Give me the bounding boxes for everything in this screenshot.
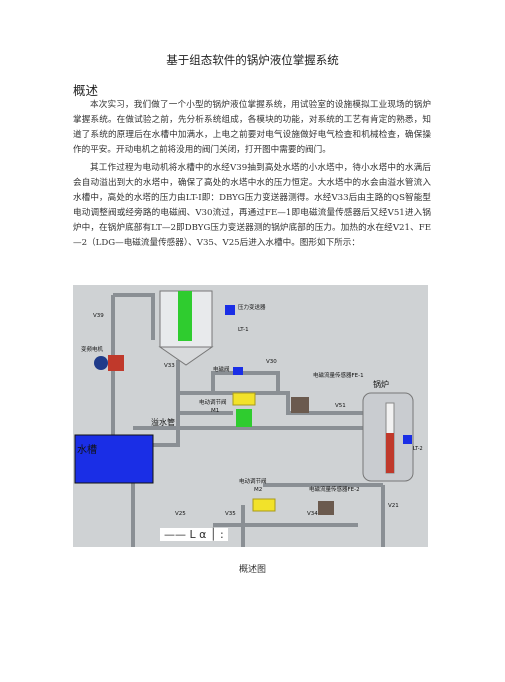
pressure-transmitter-lt1: 压力变送器 LT-1 [225,303,266,333]
control-valve-m1: 电动调节阀 M1 [199,392,256,427]
label-overflow-pipe: 溢水管 [151,417,175,427]
label-m1-valve: 电动调节阀 [199,398,227,406]
label-v30: V30 [266,359,277,365]
label-lt2: LT-2 [413,446,423,452]
label-v25: V25 [175,511,186,517]
label-motor: 变频电机 [81,345,104,353]
label-v51: V51 [335,403,346,409]
section-heading: 概述 [73,83,99,98]
water-tank: 水槽 溢水管 [74,417,175,484]
label-fe1: 电磁流量传感器FE-1 [313,371,364,379]
label-fe2: 电磁流量传感器FE-2 [309,485,360,493]
control-valve-m2: 电动调节阀 M2 [239,477,276,512]
label-v34: V34 [307,511,318,517]
label-water-tank: 水槽 [77,443,97,456]
label-m2: M2 [254,487,262,493]
label-m1: M1 [211,408,219,414]
pressure-transmitter-lt2: LT-2 [403,435,423,452]
label-pt1: 压力变送器 [238,303,266,311]
paragraph-process: 其工作过程为电动机将水槽中的水经V39抽到高处水塔的小水塔中，待小水塔中的水满后… [73,163,431,248]
label-lt1: LT-1 [238,327,249,333]
label-v35: V35 [225,511,236,517]
figure-footer-line: —— L α │ : [160,528,228,541]
figure-caption: 概述图 [238,565,266,575]
diagram-svg: 压力变送器 LT-1 变频电机 V39 V33 电磁阀 V30 电磁流量传感器F… [74,290,423,547]
label-v21: V21 [388,503,399,509]
label-m2-valve: 电动调节阀 [239,477,267,485]
document-title: 基于组态软件的锅炉液位掌握系统 [166,53,339,67]
water-tower [158,290,214,366]
flow-sensor-fe1: 电磁流量传感器FE-1 [291,371,364,413]
label-v39: V39 [93,313,104,319]
solenoid-valve: 电磁阀 V30 [213,359,277,375]
flow-sensor-fe2: 电磁流量传感器FE-2 [309,485,360,515]
label-solenoid: 电磁阀 [213,365,230,373]
variable-frequency-motor: 变频电机 [81,345,124,371]
label-v33: V33 [164,363,175,369]
paragraph-overview: 本次实习，我们做了一个小型的锅炉液位掌握系统，用试验室的设施模拟工业现场的锅炉掌… [73,100,431,155]
boiler: 锅炉 [362,379,414,482]
label-boiler: 锅炉 [373,379,389,389]
boiler-system-diagram: 压力变送器 LT-1 变频电机 V39 V33 电磁阀 V30 电磁流量传感器F… [73,285,428,547]
